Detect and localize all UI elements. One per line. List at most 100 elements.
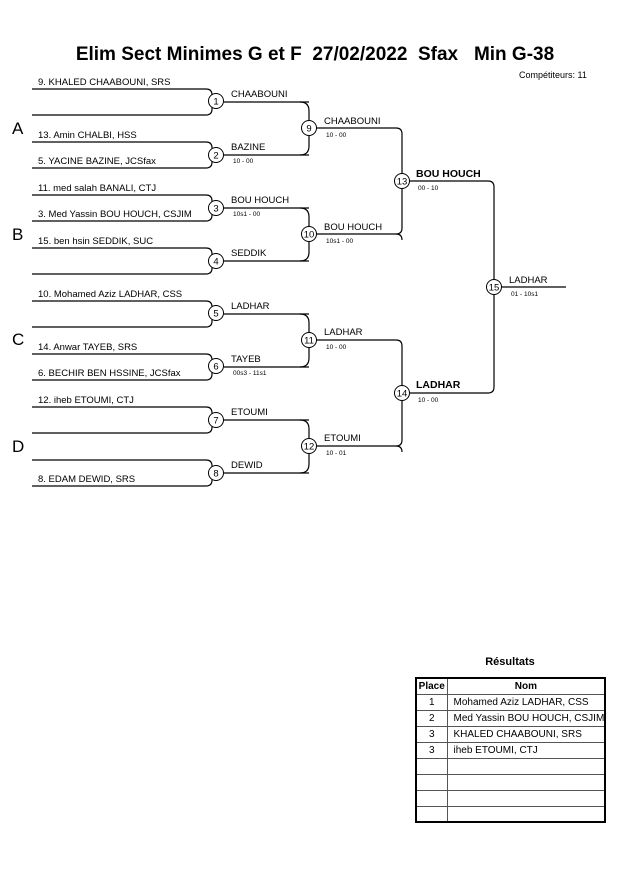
match-score: 00 - 10 [418, 185, 439, 192]
place-column-header: Place [415, 677, 448, 695]
match-number-circle [301, 438, 317, 454]
round2-output [316, 339, 403, 347]
results-row [415, 773, 606, 791]
match-score: 10s1 - 00 [326, 238, 353, 245]
semifinal-output-top [409, 180, 495, 188]
match-number: 8 [213, 469, 218, 480]
match-number: 2 [213, 151, 218, 162]
match-score: 10 - 00 [326, 344, 347, 351]
result-place: 3 [415, 725, 448, 743]
entrant-name: 10. Mohamed Aziz LADHAR, CSS [38, 289, 182, 300]
match-number-circle [394, 173, 410, 189]
result-place: 3 [415, 741, 448, 759]
match-number: 12 [304, 442, 315, 453]
match-winner: DEWID [231, 460, 263, 471]
result-name: Mohamed Aziz LADHAR, CSS [446, 693, 606, 711]
result-place [415, 805, 448, 823]
semifinal-bracket-top [395, 134, 403, 235]
match-number-circle [301, 120, 317, 136]
match-number-circle [208, 465, 224, 481]
match-number: 5 [213, 309, 218, 320]
entrant-bracket [32, 406, 213, 434]
match-winner: BOU HOUCH [416, 168, 481, 180]
entrant-name: 6. BECHIR BEN HSSINE, JCSfax [38, 368, 181, 379]
match-number-circle [301, 332, 317, 348]
match-number: 15 [489, 283, 500, 294]
results-row [415, 757, 606, 775]
entrant-bracket [32, 88, 213, 116]
match-winner: BOU HOUCH [231, 195, 289, 206]
entrant-name: 14. Anwar TAYEB, SRS [38, 342, 137, 353]
entrant-name: 11. med salah BANALI, CTJ [38, 183, 156, 194]
entrant-name: 9. KHALED CHAABOUNI, SRS [38, 77, 171, 88]
match-score: 10 - 01 [326, 450, 347, 457]
match-winner: LADHAR [324, 327, 363, 338]
pool-label: D [12, 437, 24, 456]
results-row [415, 789, 606, 807]
result-place: 2 [415, 709, 448, 727]
result-place [415, 789, 448, 807]
result-name [446, 789, 606, 807]
entrant-name: 13. Amin CHALBI, HSS [38, 130, 137, 141]
match-score: 01 - 10s1 [511, 291, 538, 298]
match-number-circle [208, 305, 224, 321]
match-number-circle [208, 93, 224, 109]
entrant-name: 5. YACINE BAZINE, JCSfax [38, 156, 156, 167]
pool-label: C [12, 330, 24, 349]
match-winner: LADHAR [416, 379, 461, 391]
semifinal-bracket-bottom [395, 346, 403, 447]
result-name [446, 805, 606, 823]
match-number-circle [208, 147, 224, 163]
match-number: 6 [213, 362, 218, 373]
match-score: 10 - 00 [326, 132, 347, 139]
results-row [415, 805, 606, 823]
match-score: 10 - 00 [418, 397, 439, 404]
entrant-bracket [32, 300, 213, 328]
entrant-name: 12. iheb ETOUMI, CTJ [38, 395, 134, 406]
match-number: 4 [213, 257, 218, 268]
result-place [415, 773, 448, 791]
match-winner: BAZINE [231, 142, 265, 153]
match-winner: ETOUMI [231, 407, 268, 418]
match-winner: SEDDIK [231, 248, 267, 259]
match-number-circle [208, 253, 224, 269]
match-winner: BOU HOUCH [324, 222, 382, 233]
semifinal-output-bottom [409, 386, 495, 394]
match-winner: CHAABOUNI [231, 89, 287, 100]
page-title: Elim Sect Minimes G et F 27/02/2022 Sfax… [75, 44, 555, 65]
match-number: 7 [213, 416, 218, 427]
match-number: 10 [304, 230, 315, 241]
entrant-name: 15. ben hsin SEDDIK, SUC [38, 236, 153, 247]
match-score: 00s3 - 11s1 [233, 370, 267, 377]
match-number: 1 [213, 97, 218, 108]
entrant-bracket [32, 247, 213, 275]
result-name: KHALED CHAABOUNI, SRS [446, 725, 606, 743]
match-number: 14 [397, 389, 408, 400]
name-column-header: Nom [446, 677, 606, 695]
results-title: Résultats [485, 656, 535, 668]
match-winner: ETOUMI [324, 433, 361, 444]
result-place [415, 757, 448, 775]
match-number: 3 [213, 204, 218, 215]
competitor-count: Compétiteurs: 11 [519, 70, 587, 80]
round2-output [316, 127, 403, 135]
match-winner: CHAABOUNI [324, 116, 380, 127]
result-name [446, 757, 606, 775]
match-number-circle [208, 358, 224, 374]
result-name: iheb ETOUMI, CTJ [446, 741, 606, 759]
match-winner: LADHAR [509, 275, 548, 286]
match-number: 9 [306, 124, 311, 135]
match-number-circle [208, 200, 224, 216]
match-number: 11 [304, 336, 314, 347]
match-score: 10 - 00 [233, 158, 254, 165]
pool-label: A [12, 119, 24, 138]
match-winner: LADHAR [231, 301, 270, 312]
match-winner: TAYEB [231, 354, 261, 365]
match-number: 13 [397, 177, 408, 188]
